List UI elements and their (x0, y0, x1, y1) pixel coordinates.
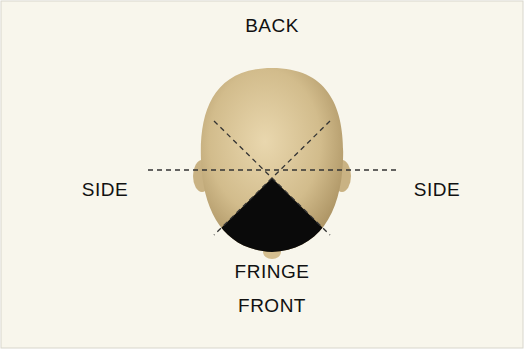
dashed-horizontal (148, 169, 400, 170)
dashed-diagonal (214, 121, 330, 235)
front-label: FRONT (238, 296, 306, 317)
side-label: SIDE (82, 180, 128, 201)
side-label: SIDE (414, 180, 460, 201)
fringe-label: FRINGE (235, 262, 310, 283)
dashed-diagonal (214, 121, 330, 235)
back-label: BACK (245, 16, 299, 37)
